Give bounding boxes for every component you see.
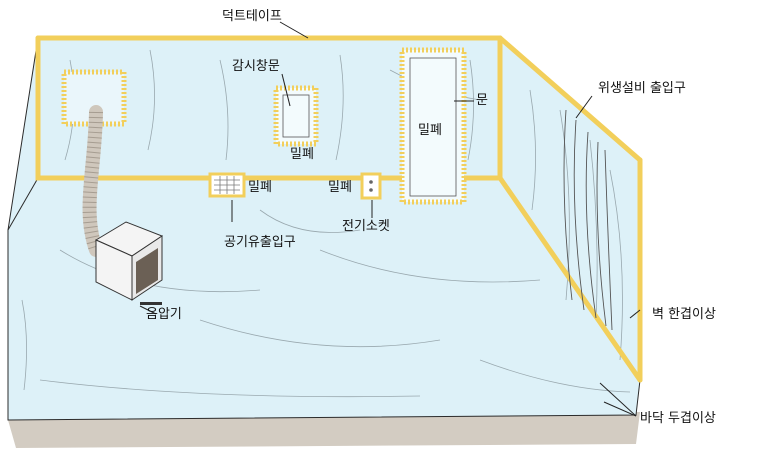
label-seal-vent: 밀폐 (248, 180, 272, 195)
label-floor-layer: 바닥 두겹이상 (640, 411, 716, 426)
leader-lines (139, 21, 641, 417)
label-air-vent: 공기유출입구 (224, 235, 296, 250)
sheet-wrinkles (21, 49, 631, 398)
label-seal-door: 밀폐 (418, 123, 442, 138)
floor-base (8, 412, 640, 448)
label-sanitary-entrance: 위생설비 출입구 (598, 81, 686, 96)
label-seal-window: 밀폐 (290, 147, 314, 162)
label-blower: 음압기 (146, 307, 182, 322)
electric-socket (360, 172, 382, 200)
sanitary-entrance-curtain (563, 109, 613, 331)
label-door: 문 (476, 93, 488, 108)
blower-unit (94, 221, 164, 305)
label-duct-tape: 덕트테이프 (222, 9, 282, 24)
label-electric-socket: 전기소켓 (342, 219, 390, 234)
label-wall-layer: 벽 한겹이상 (652, 307, 716, 322)
label-seal-socket: 밀폐 (328, 180, 352, 195)
label-observation-window: 감시창문 (232, 59, 280, 74)
door (399, 47, 467, 205)
observation-window (273, 85, 319, 147)
